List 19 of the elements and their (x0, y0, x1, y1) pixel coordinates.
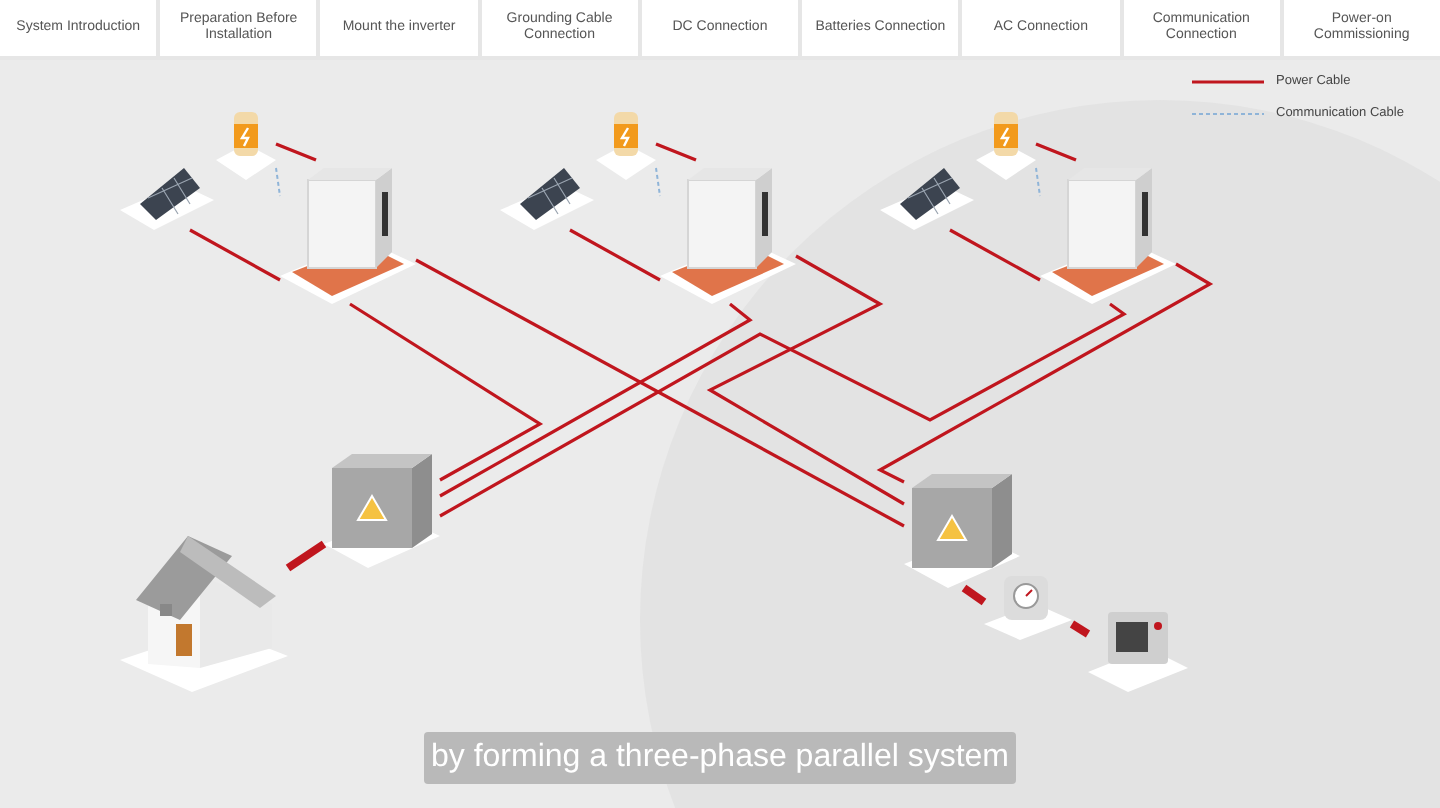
power-cable (415, 258, 905, 528)
communication-cable (655, 167, 661, 197)
power-cable (439, 302, 1127, 518)
communication-cable (1035, 167, 1041, 197)
power-cable (569, 228, 661, 282)
power-cable (189, 228, 281, 282)
power-cable (1069, 620, 1091, 638)
power-cable (706, 254, 905, 506)
power-cable (349, 302, 544, 482)
power-cable (949, 228, 1041, 282)
power-cable (275, 142, 317, 162)
power-cable (285, 540, 327, 572)
power-cable (876, 262, 1214, 484)
power-cable (1035, 142, 1077, 162)
power-cable (655, 142, 697, 162)
communication-cable (275, 167, 281, 197)
caption: by forming a three-phase parallel system (424, 732, 1016, 784)
power-cable (961, 584, 987, 606)
power-cable (439, 302, 753, 498)
